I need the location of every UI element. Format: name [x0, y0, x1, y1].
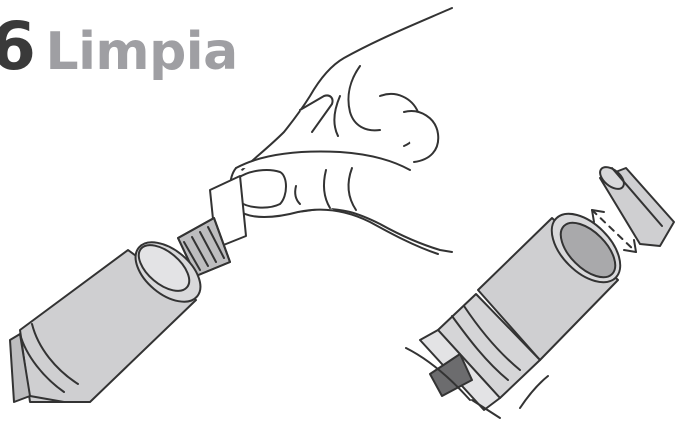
step-title: Limpia — [45, 22, 237, 82]
hand-icon — [230, 8, 452, 254]
inhaler-cap-icon — [10, 231, 211, 402]
step-number: 6 — [0, 8, 35, 85]
detached-cap-icon — [596, 163, 674, 246]
